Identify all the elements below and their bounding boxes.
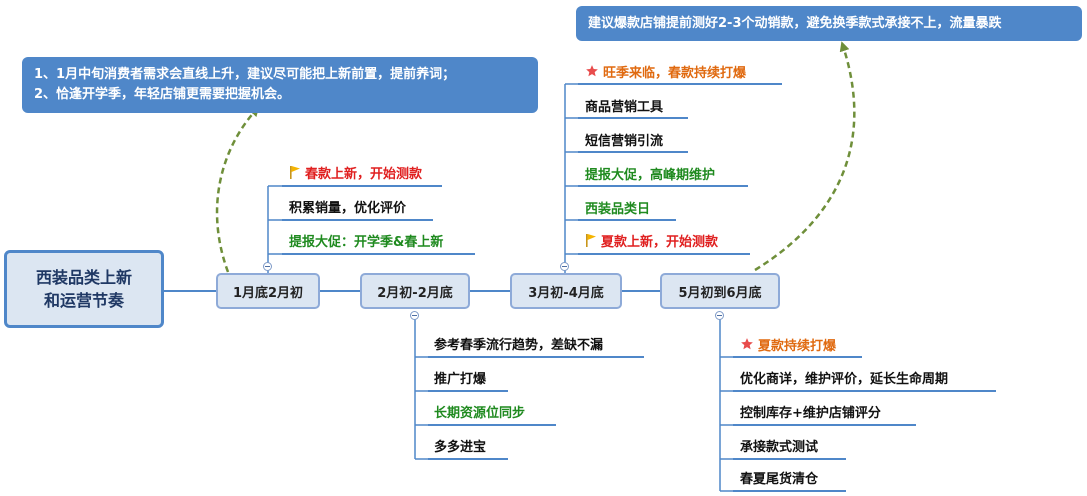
item-label: 提报大促：开学季&春上新 xyxy=(289,234,444,250)
item-label: 商品营销工具 xyxy=(585,99,664,115)
branch-item[interactable]: 夏款持续打爆 xyxy=(740,335,837,354)
branch-item[interactable]: 短信营销引流 xyxy=(585,130,664,149)
root-line-2: 和运营节奏 xyxy=(43,291,124,310)
item-label: 提报大促，高峰期维护 xyxy=(585,167,716,183)
root-line-1: 西装品类上新 xyxy=(35,268,132,287)
item-label: 多多进宝 xyxy=(434,439,487,455)
branch-item[interactable]: 控制库存+维护店铺评分 xyxy=(740,402,881,421)
star-icon xyxy=(586,65,598,77)
note-line-1: 建议爆款店铺提前测好2-3个动销款，避免换季款式承接不上，流量暴跌 xyxy=(588,16,1002,31)
stage-node-4[interactable]: 5月初到6月底 xyxy=(660,273,780,309)
collapse-toggle-1[interactable] xyxy=(263,262,272,271)
note-callout-right[interactable]: 建议爆款店铺提前测好2-3个动销款，避免换季款式承接不上，流量暴跌 xyxy=(576,6,1082,41)
item-label: 春款上新，开始测款 xyxy=(305,166,423,182)
item-label: 短信营销引流 xyxy=(585,133,664,149)
item-label: 参考春季流行趋势，差缺不漏 xyxy=(434,337,604,353)
item-label: 夏款持续打爆 xyxy=(758,338,837,354)
collapse-toggle-4[interactable] xyxy=(715,311,724,320)
branch-item[interactable]: 长期资源位同步 xyxy=(434,402,526,421)
stage-node-1[interactable]: 1月底2月初 xyxy=(216,273,320,309)
item-label: 积累销量，优化评价 xyxy=(289,200,407,216)
branch-item[interactable]: 参考春季流行趋势，差缺不漏 xyxy=(434,334,604,353)
branch-item[interactable]: 西装品类日 xyxy=(585,198,651,217)
branch-item[interactable]: 积累销量，优化评价 xyxy=(289,197,407,216)
item-label: 推广打爆 xyxy=(434,371,487,387)
item-label: 旺季来临，春款持续打爆 xyxy=(603,65,747,81)
stage-label: 3月初-4月底 xyxy=(528,285,604,301)
collapse-toggle-3[interactable] xyxy=(560,262,569,271)
note-arrow-right xyxy=(754,41,856,272)
note-line-2: 2、恰逢开学季，年轻店铺更需要把握机会。 xyxy=(34,87,291,102)
item-label: 控制库存+维护店铺评分 xyxy=(740,405,881,421)
branch-item[interactable]: 商品营销工具 xyxy=(585,96,664,115)
item-label: 优化商详，维护评价，延长生命周期 xyxy=(740,371,949,387)
stage-node-2[interactable]: 2月初-2月底 xyxy=(360,273,470,309)
star-icon xyxy=(741,338,753,350)
item-label: 夏款上新，开始测款 xyxy=(601,234,719,250)
branch-item[interactable]: 夏款上新，开始测款 xyxy=(585,231,719,250)
note-callout-left[interactable]: 1、1月中旬消费者需求会直线上升，建议尽可能把上新前置，提前养词； 2、恰逢开学… xyxy=(22,57,538,113)
flag-icon xyxy=(586,234,596,247)
branch-item[interactable]: 提报大促，高峰期维护 xyxy=(585,164,716,183)
stage-label: 1月底2月初 xyxy=(232,285,304,301)
branch-item[interactable]: 多多进宝 xyxy=(434,436,487,455)
branch-item[interactable]: 承接款式测试 xyxy=(740,436,819,455)
item-label: 承接款式测试 xyxy=(740,439,819,455)
stage-node-3[interactable]: 3月初-4月底 xyxy=(510,273,622,309)
stage-label: 5月初到6月底 xyxy=(678,285,762,301)
branch-item[interactable]: 旺季来临，春款持续打爆 xyxy=(585,62,747,81)
note-line-1: 1、1月中旬消费者需求会直线上升，建议尽可能把上新前置，提前养词； xyxy=(34,67,456,82)
branch-item[interactable]: 推广打爆 xyxy=(434,368,487,387)
branch-item[interactable]: 春款上新，开始测款 xyxy=(289,163,423,182)
note-arrow-left xyxy=(215,106,260,273)
collapse-toggle-2[interactable] xyxy=(410,311,419,320)
item-label: 长期资源位同步 xyxy=(434,405,526,421)
stage-label: 2月初-2月底 xyxy=(377,285,453,301)
branch-item[interactable]: 春夏尾货清仓 xyxy=(740,468,819,487)
item-label: 西装品类日 xyxy=(585,201,651,217)
branch-item[interactable]: 优化商详，维护评价，延长生命周期 xyxy=(740,368,949,387)
item-label: 春夏尾货清仓 xyxy=(740,471,819,487)
root-node[interactable]: 西装品类上新 和运营节奏 xyxy=(4,250,164,328)
flag-icon xyxy=(290,166,300,179)
branch-item[interactable]: 提报大促：开学季&春上新 xyxy=(289,231,444,250)
